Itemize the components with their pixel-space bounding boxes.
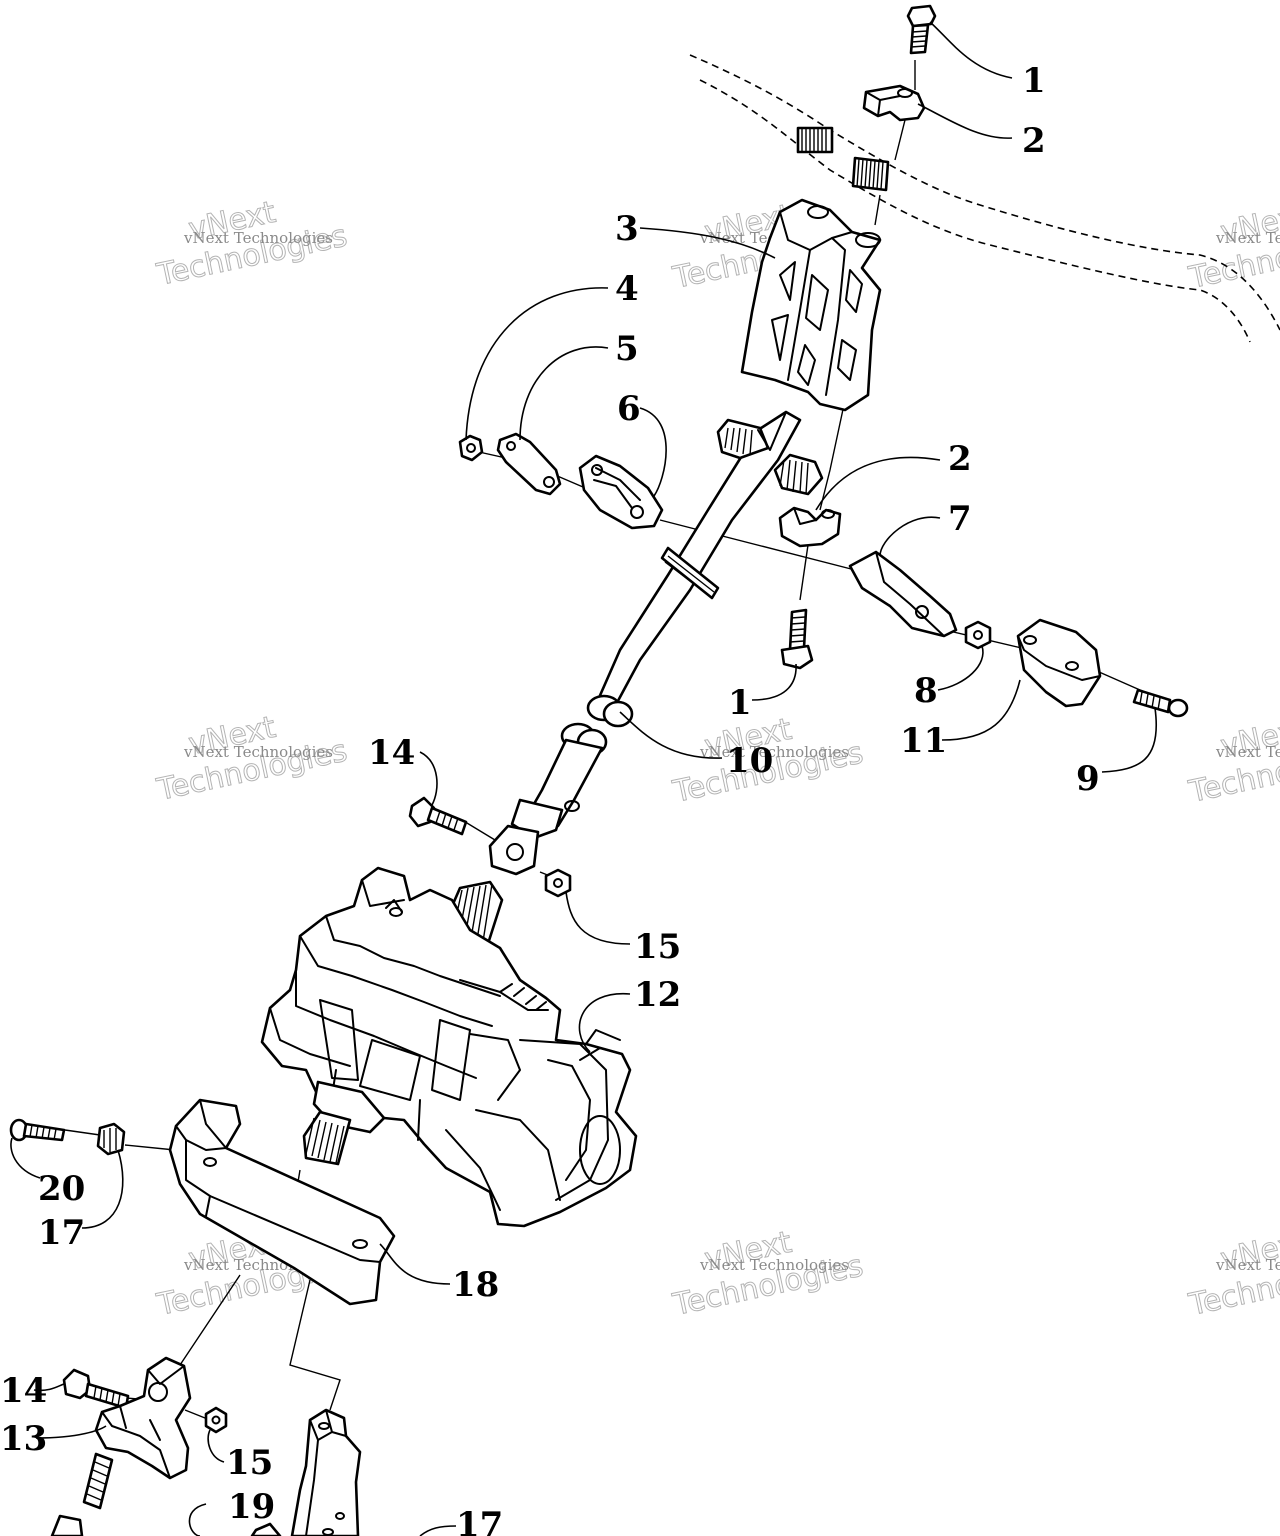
handlebar-cap-part-2-bottom: [778, 506, 842, 548]
steering-column-part-10: [488, 410, 824, 876]
link-arm-part-5: [496, 432, 562, 496]
nut-part-15-lower: [204, 1406, 228, 1434]
watermark-text: vNext Technologies: [1215, 1256, 1280, 1274]
callout-10: 10: [726, 741, 773, 781]
clamp-part-6: [578, 454, 664, 530]
callout-5: 5: [615, 329, 639, 369]
clamp-part-7: [848, 550, 958, 638]
nut-part-8: [964, 620, 992, 650]
callout-8: 8: [914, 671, 938, 711]
bolt-part-14-upper: [408, 796, 468, 836]
bolt-part-14-lower: [62, 1368, 130, 1410]
callout-19: 19: [228, 1487, 275, 1527]
nut-part-15-upper: [544, 868, 572, 898]
callout-14: 14: [368, 733, 415, 773]
callout-6: 6: [617, 389, 641, 429]
callout-17: 17: [38, 1213, 85, 1253]
nut-part-4: [458, 434, 484, 462]
watermark-text: vNext Technologies: [183, 743, 333, 761]
handlebar-outline: [689, 54, 1280, 343]
callout-1: 1: [728, 683, 752, 723]
bracket-part-18: [168, 1098, 396, 1306]
callout-2: 2: [1022, 121, 1046, 161]
leader-lines: [10, 21, 1157, 1536]
bolt-part-20: [9, 1118, 66, 1142]
callout-13: 13: [0, 1419, 47, 1459]
callout-15: 15: [634, 927, 681, 967]
riser-part-3: [740, 198, 882, 412]
callout-18: 18: [452, 1265, 499, 1305]
watermark-text: vNext Technologies: [1215, 743, 1280, 761]
callout-17: 17: [456, 1505, 503, 1536]
watermark-text: vNext Technologies: [699, 1256, 849, 1274]
watermark-text: vNext Technologies: [183, 229, 333, 247]
cage-nut-part-17-upper: [96, 1122, 126, 1156]
callout-4: 4: [615, 269, 639, 309]
callouts: 1 2 3 4 5 6 2 7 1 8 11 9 10 14 15 12 20 …: [0, 61, 1100, 1536]
cover-plate-part-11: [1016, 618, 1102, 708]
steering-gear-part-12: [260, 866, 638, 1228]
callout-14: 14: [0, 1371, 47, 1411]
bolt-part-9: [1132, 688, 1189, 718]
universal-joint-part-13: [50, 1356, 192, 1536]
bolt-part-1-lower: [780, 608, 814, 670]
callout-3: 3: [615, 209, 639, 249]
callout-15: 15: [226, 1443, 273, 1483]
callout-12: 12: [634, 975, 681, 1015]
callout-7: 7: [948, 499, 972, 539]
handlebar-cap-part-2-top: [862, 84, 926, 122]
handlebar-knurl: [796, 126, 890, 192]
callout-9: 9: [1076, 759, 1100, 799]
callout-1: 1: [1022, 61, 1046, 101]
watermarks: Technologies vNext vNext Technologies Te…: [153, 194, 1280, 1323]
assembly-axis-lines: [64, 60, 1141, 1421]
callout-11: 11: [900, 721, 947, 761]
bracket-part-19: [250, 1408, 362, 1536]
watermark-text: vNext Technologies: [699, 743, 849, 761]
callout-2: 2: [948, 439, 972, 479]
bolt-part-1-top: [906, 4, 937, 55]
callout-20: 20: [38, 1169, 85, 1209]
watermark-text: vNext Technologies: [1215, 229, 1280, 247]
